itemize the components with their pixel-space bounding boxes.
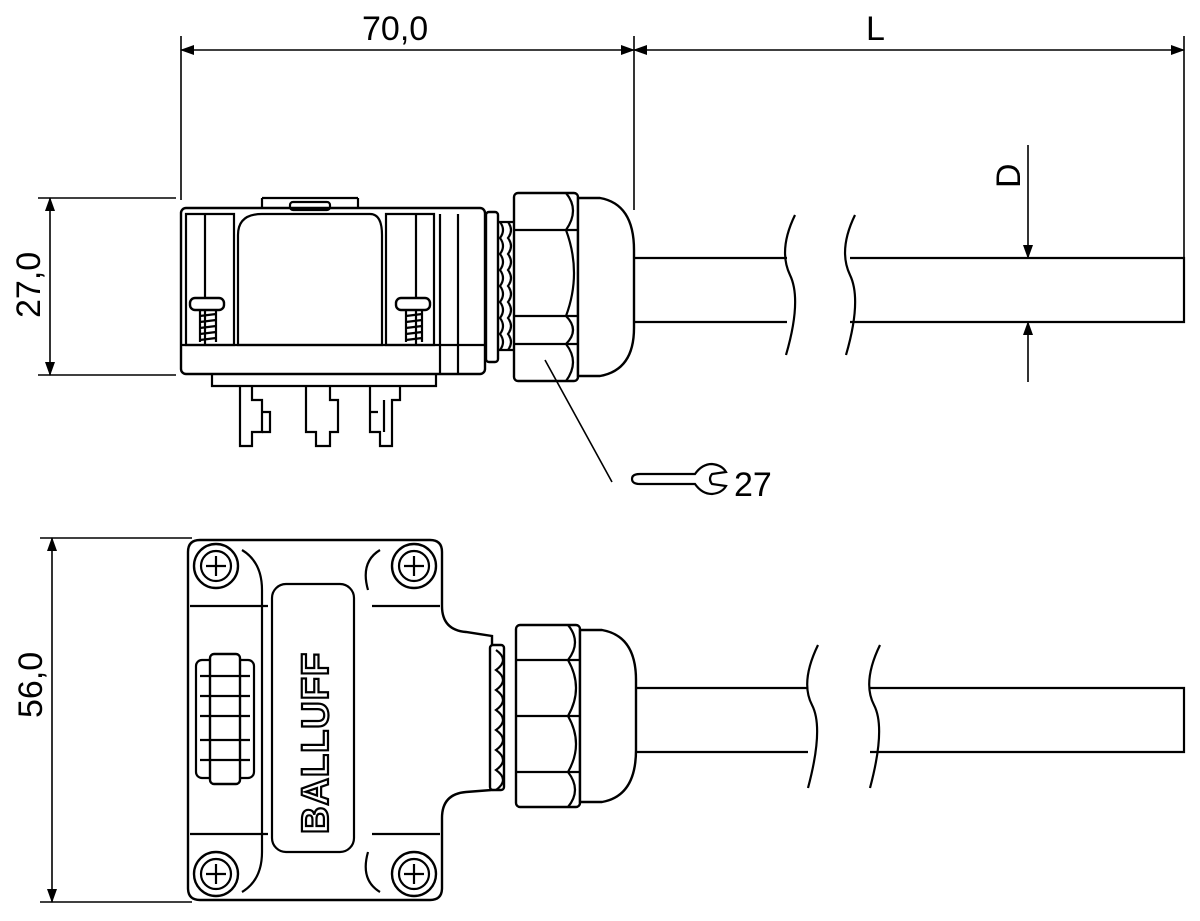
wrench-icon [630, 462, 728, 496]
contact-pins [210, 374, 438, 448]
dimension-70: 70,0 [362, 10, 428, 48]
screw-icon [192, 542, 438, 898]
dimension-d: D [990, 163, 1028, 188]
dimension-lines [38, 36, 1185, 903]
dimension-l: L [866, 10, 885, 48]
side-view [179, 191, 1186, 483]
wrench-size: 27 [734, 466, 772, 504]
brand-logo: BALLUFF [295, 652, 337, 834]
dimension-27: 27,0 [10, 252, 48, 318]
top-view: BALLUFF [186, 538, 1186, 902]
dimension-56: 56,0 [12, 652, 50, 718]
